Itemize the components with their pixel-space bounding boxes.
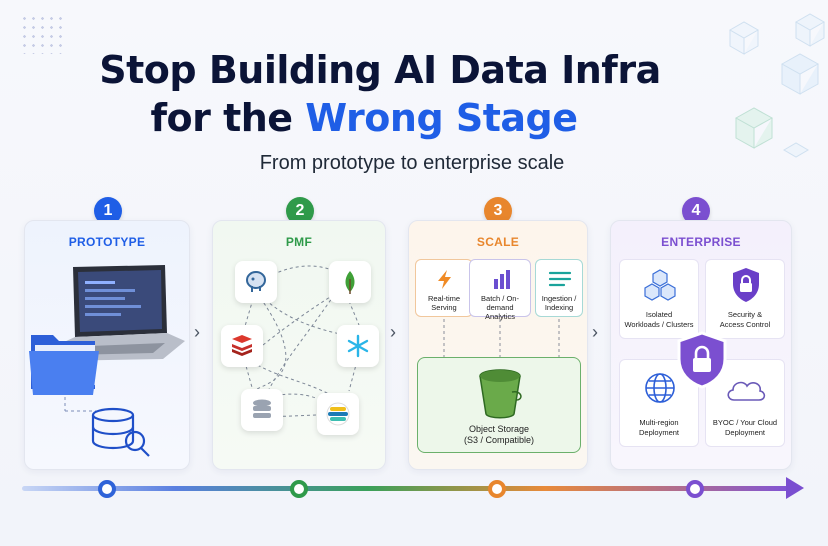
scale-title: SCALE: [476, 235, 520, 249]
bucket-icon: [479, 369, 522, 419]
list-lines-icon: [548, 271, 572, 287]
pmf-card: PMF: [212, 220, 386, 470]
timeline-arrowhead: [786, 477, 804, 499]
database-icon: [241, 389, 283, 431]
service-label-2b: Analytics: [484, 312, 515, 321]
page-title-line2: for the Wrong Stage: [0, 96, 744, 140]
ent-label-4a: BYOC / Your Cloud: [712, 418, 778, 427]
title-accent: Wrong Stage: [305, 96, 578, 140]
redis-icon: [221, 325, 263, 367]
storage-label-2: (S3 / Compatible): [463, 435, 535, 445]
ent-label-1a: Isolated: [645, 310, 673, 319]
title-prefix: for the: [150, 96, 306, 140]
service-label-3b: Indexing: [544, 303, 574, 312]
scale-connectors: [443, 319, 560, 357]
pmf-title: PMF: [285, 235, 313, 249]
postgresql-icon: [235, 261, 277, 303]
service-label-3a: Ingestion /: [541, 294, 577, 303]
service-label-1a: Real-time: [427, 294, 461, 303]
bar-chart-icon: [494, 270, 510, 289]
storage-label-1: Object Storage: [468, 424, 530, 434]
cloud-icon: [727, 381, 766, 401]
ent-label-3b: Deployment: [638, 428, 680, 437]
prototype-illustration: [29, 265, 185, 457]
page-title-line1: Stop Building AI Data Infra: [99, 48, 661, 92]
prototype-card: PROTOTYPE: [24, 220, 190, 470]
timeline-track: [22, 486, 790, 491]
ingestion-indexing-box: Ingestion /Indexing: [535, 259, 583, 317]
subtitle: From prototype to enterprise scale: [259, 152, 565, 174]
enterprise-title: ENTERPRISE: [661, 235, 741, 249]
timeline-node-1: [98, 480, 116, 498]
mongodb-icon: [329, 261, 371, 303]
bolt-icon: [438, 270, 451, 289]
prototype-title: PROTOTYPE: [68, 235, 146, 249]
snowflake-icon: [337, 325, 379, 367]
globe-icon: [645, 373, 675, 403]
ent-label-1b: Workloads / Clusters: [624, 320, 694, 329]
dot-pattern: [20, 14, 66, 54]
database-search-icon: [91, 407, 150, 457]
service-label-1b: Serving: [431, 303, 457, 312]
folder-icon: [29, 335, 99, 395]
shield-lock-icon: [733, 268, 759, 302]
ent-label-3a: Multi-region: [639, 418, 679, 427]
elasticsearch-icon: [317, 393, 359, 435]
decorative-cubes: [728, 13, 826, 158]
chevron-right-icon: ›: [194, 322, 200, 342]
chevron-right-icon: ›: [390, 322, 396, 342]
ent-label-4b: Deployment: [724, 428, 766, 437]
central-shield-icon: [677, 331, 727, 389]
chevron-right-icon: ›: [592, 322, 598, 342]
ent-label-2b: Access Control: [719, 320, 771, 329]
object-storage-box: Object Storage(S3 / Compatible): [417, 357, 581, 453]
service-label-2a: Batch / On-demand: [481, 294, 519, 312]
timeline-node-2: [290, 480, 308, 498]
security-access-tile: Security &Access Control: [705, 259, 785, 339]
timeline-node-4: [686, 480, 704, 498]
timeline-node-3: [488, 480, 506, 498]
ent-label-2a: Security &: [727, 310, 763, 319]
cubes-icon: [644, 269, 676, 301]
